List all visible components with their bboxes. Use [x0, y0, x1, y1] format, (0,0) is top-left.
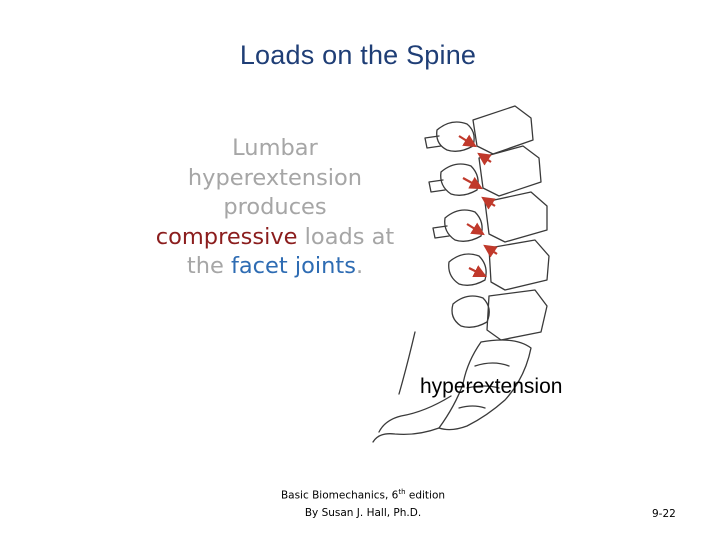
arrow-6: [481, 196, 496, 210]
vertebral-body-3: [484, 191, 548, 243]
arrow-5: [477, 152, 492, 166]
figure-caption: hyperextension: [420, 375, 563, 398]
citation-line-1: Basic Biomechanics, 6th edition: [258, 484, 468, 505]
citation: Basic Biomechanics, 6th edition By Susan…: [258, 484, 468, 522]
posterior-element-2: [440, 163, 479, 196]
posterior-element-4: [448, 253, 487, 286]
vertebral-body-1: [472, 105, 534, 155]
arrow-2: [462, 176, 483, 190]
posterior-element-5: [451, 295, 490, 328]
body-line-3: produces: [223, 194, 327, 220]
citation-line-2: By Susan J. Hall, Ph.D.: [304, 506, 422, 519]
body-line-5: the facet joints.: [130, 252, 420, 282]
page-number: 9-22: [652, 508, 676, 520]
the-text: the: [186, 253, 231, 279]
arrow-1: [458, 134, 477, 148]
sacrum: [438, 339, 532, 431]
loads-at-text: loads at: [297, 223, 395, 250]
vertebral-body-2: [478, 145, 542, 197]
slide-title: Loads on the Spine: [239, 40, 477, 70]
citation-superscript: th: [398, 488, 406, 496]
period-text: .: [355, 253, 364, 279]
body-line-2: hyperextension: [187, 164, 363, 191]
vertebral-body-4: [488, 239, 550, 291]
posterior-element-3: [444, 209, 483, 242]
body-line-1: Lumbar: [232, 135, 318, 161]
arrow-7: [483, 244, 498, 258]
facet-joints-term: facet joints: [230, 253, 356, 279]
posterior-element-1: [436, 121, 475, 152]
body-line-4: compressive loads at: [130, 223, 420, 253]
vertebral-body-5: [486, 289, 548, 341]
arrow-4: [468, 265, 487, 277]
compressive-term: compressive: [155, 223, 298, 250]
citation-edition: edition: [405, 489, 446, 502]
coccyx: [372, 427, 440, 443]
body-text: Lumbar hyperextension produces compressi…: [130, 134, 420, 282]
compression-arrows: [458, 134, 498, 277]
citation-title: Basic Biomechanics, 6: [280, 489, 399, 502]
spine-illustration: [372, 105, 550, 443]
arrow-3: [466, 222, 485, 236]
